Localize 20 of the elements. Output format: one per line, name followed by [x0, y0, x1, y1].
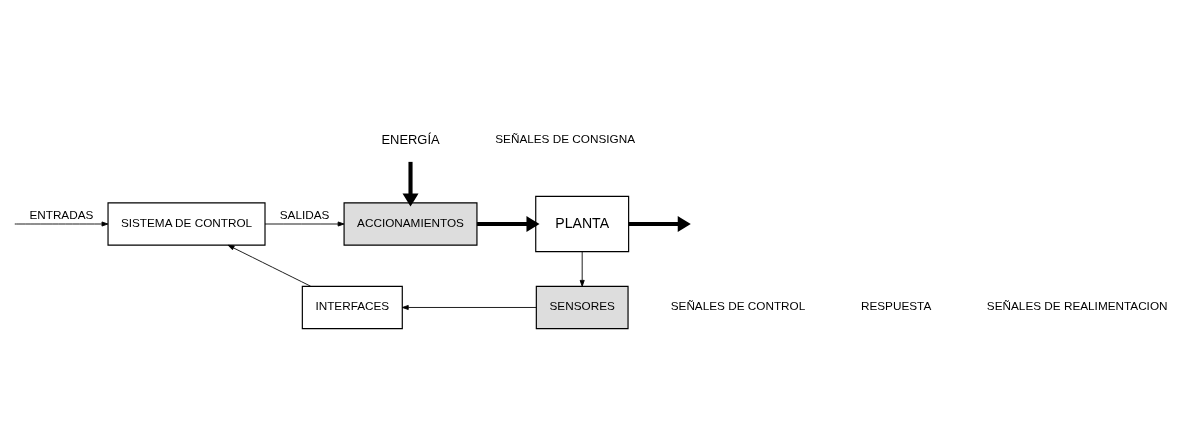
node-box: INTERFACES [301, 285, 403, 330]
edge-label: ENTRADAS [29, 207, 94, 221]
node-text: ENERGÍA [381, 131, 440, 147]
arrow [227, 244, 312, 287]
arrow [628, 216, 691, 232]
label: SEÑALES DE REALIMENTACION [986, 299, 1168, 313]
arrow [401, 305, 537, 310]
label: SEÑALES DE CONSIGNA [495, 132, 635, 146]
edge-label: SALIDAS [279, 207, 330, 221]
arrow [14, 221, 109, 227]
arrow [264, 221, 345, 227]
node-box: ACCIONAMIENTOS [343, 202, 478, 246]
node-box: SISTEMA DE CONTROL [107, 202, 266, 246]
label: RESPUESTA [860, 299, 932, 313]
node-box: SENSORES [535, 285, 629, 330]
arrow [477, 216, 540, 232]
arrow [579, 251, 585, 287]
node-box: PLANTA [535, 195, 630, 253]
arrow [402, 161, 419, 207]
label: SEÑALES DE CONTROL [670, 299, 806, 313]
